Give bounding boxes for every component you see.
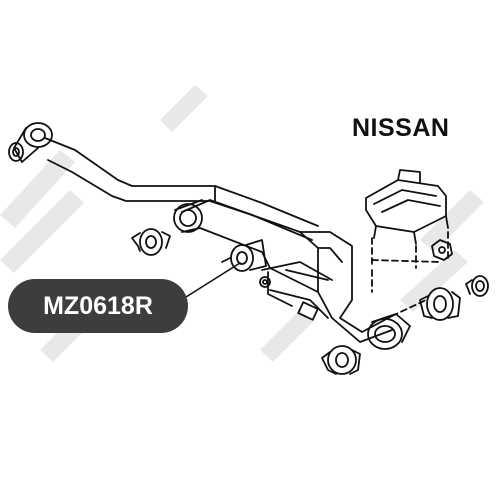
bracket-nut: [431, 239, 453, 261]
front-bushing: [173, 199, 203, 233]
far-right-bushing: [465, 275, 489, 297]
lower-rear-bushing: [321, 345, 361, 375]
brand-label: NISSAN: [352, 114, 450, 142]
target-bushing: [221, 239, 267, 272]
small-nut: [259, 276, 271, 288]
leader-line: [185, 262, 241, 298]
mount-bracket: [365, 169, 449, 293]
part-number-badge: MZ0618R: [8, 279, 188, 333]
crossmember-body: [181, 199, 393, 343]
left-end-bushing: [8, 122, 53, 163]
left-mount-bushing: [131, 228, 171, 256]
right-mount-bushing: [391, 287, 461, 321]
rear-bushing-sleeve: [367, 313, 411, 350]
part-number-label: MZ0618R: [43, 292, 153, 320]
